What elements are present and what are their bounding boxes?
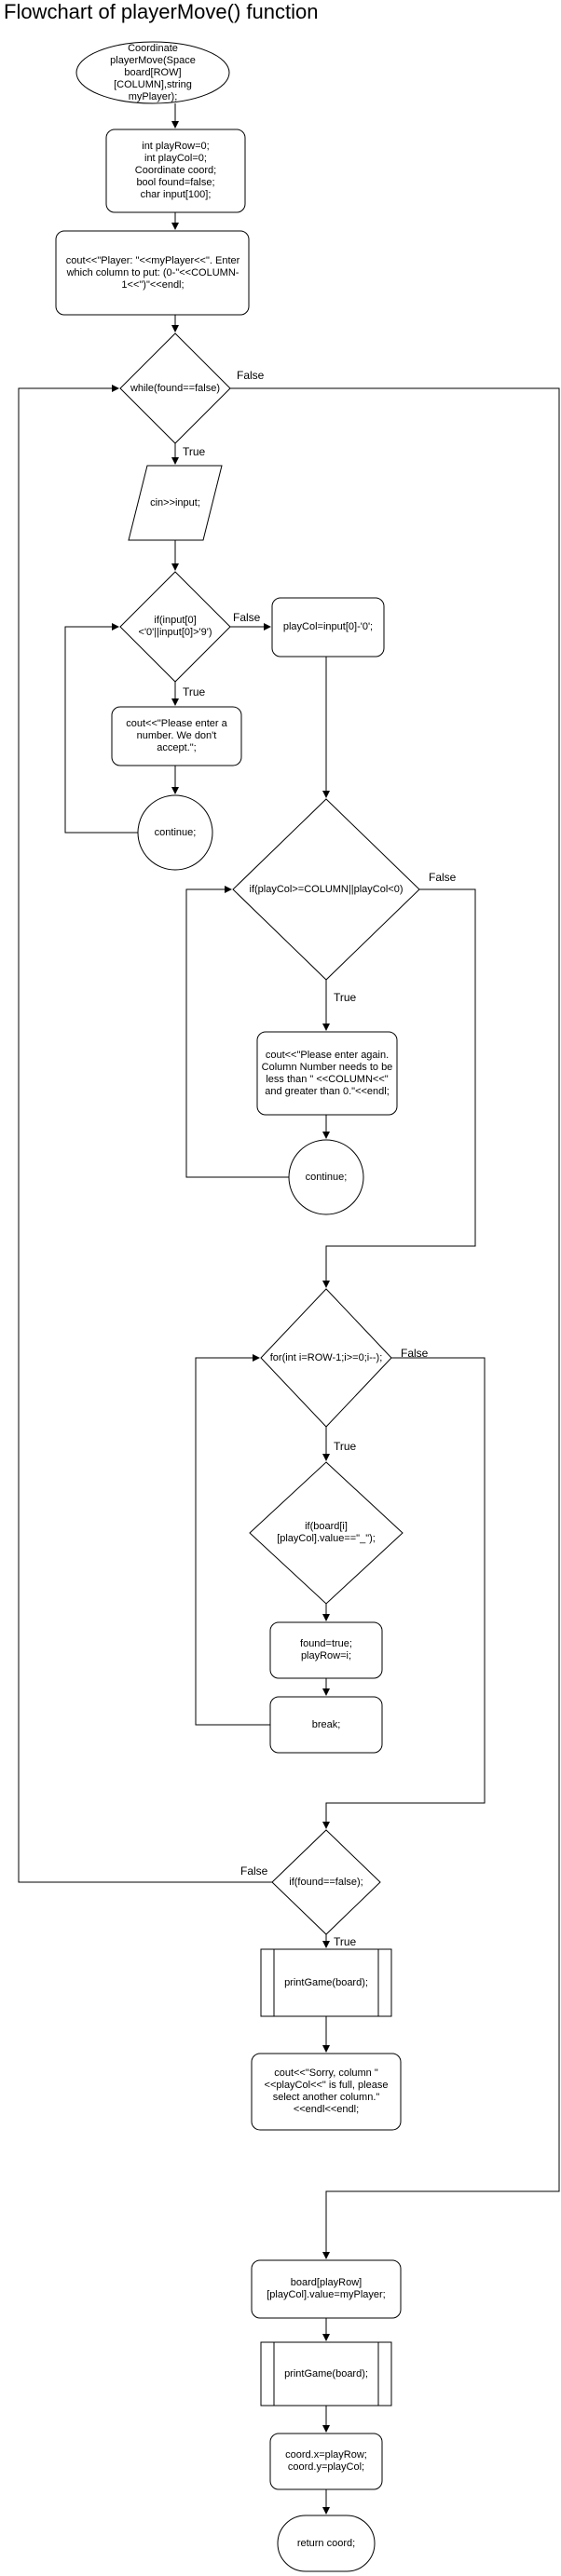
cin-text: cin>>input;	[150, 496, 200, 508]
edge-cont1-ifinput	[64, 623, 138, 834]
start-terminator	[75, 41, 230, 104]
edge-ifrange-for	[322, 888, 476, 1288]
diagram-title: Flowchart of playerMove() function	[4, 0, 319, 23]
for-true-label: True	[334, 1440, 357, 1453]
iffound-true-label: True	[334, 1935, 357, 1948]
for-text: for(int i=ROW-1;i>=0;i--);	[269, 1351, 383, 1363]
enteragain-text: cout<<"Please enter again. Column Number…	[261, 1049, 393, 1097]
ifinput-true-label: True	[183, 685, 206, 698]
cont1-text: continue;	[154, 826, 197, 838]
return-text: return coord;	[296, 2537, 356, 2549]
edge-for-iffound	[322, 1357, 486, 1829]
edge-while-assign	[230, 387, 560, 2259]
edge-cont2-ifrange	[185, 886, 289, 1178]
prompt-text: cout<<"Player: "<<myPlayer<<". Enter whi…	[65, 254, 240, 291]
enteragain-process	[256, 1031, 398, 1116]
sorry-process	[251, 2053, 402, 2131]
edge-iffound-while	[18, 385, 272, 1883]
cin-input	[128, 465, 223, 541]
iffound-false-label: False	[240, 1864, 268, 1878]
return-terminator	[277, 2515, 376, 2572]
sorry-text: cout<<"Sorry, column " <<playCol<<" is f…	[264, 2068, 389, 2115]
cont2-text: continue;	[305, 1171, 348, 1183]
prompt-process	[55, 230, 250, 316]
print1-text: printGame(board);	[284, 1976, 368, 1988]
for-false-label: False	[401, 1347, 429, 1360]
assign-text: board[playRow][playCol].value=myPlayer;	[267, 2277, 386, 2300]
enternum-text: cout<<"Please enter a number. We don't a…	[126, 718, 227, 753]
enternum-process	[111, 706, 242, 766]
iffound-text: if(found==false);	[289, 1876, 363, 1888]
while-text: while(found==false)	[130, 382, 220, 394]
ifinput-false-label: False	[233, 611, 261, 624]
break-text: break;	[311, 1718, 341, 1730]
found-text: found=true; playRow=i;	[300, 1638, 352, 1661]
start-text: Coordinate playerMove(Space board[ROW][C…	[110, 42, 196, 102]
ifboard-text: if(board[i][playCol].value=="_");	[277, 1521, 376, 1544]
playcol-text: playCol=input[0]-'0';	[282, 621, 374, 632]
ifrange-false-label: False	[429, 871, 457, 884]
print1-subprocess	[260, 1948, 392, 2017]
ifinput-text: if(input[0] <'0'||input[0]>'9')	[138, 615, 212, 638]
while-false-label: False	[237, 369, 265, 382]
print2-text: printGame(board);	[284, 2367, 368, 2379]
ifrange-text: if(playCol>=COLUMN||playCol<0)	[249, 883, 404, 895]
ifrange-true-label: True	[334, 991, 357, 1004]
coord-text: coord.x=playRow; coord.y=playCol;	[285, 2449, 367, 2473]
playcol-process	[271, 597, 385, 658]
decl-text: int playRow=0; int playCol=0; Coordinate…	[134, 141, 217, 200]
edge-break-for	[195, 1354, 270, 1726]
while-true-label: True	[183, 445, 206, 458]
